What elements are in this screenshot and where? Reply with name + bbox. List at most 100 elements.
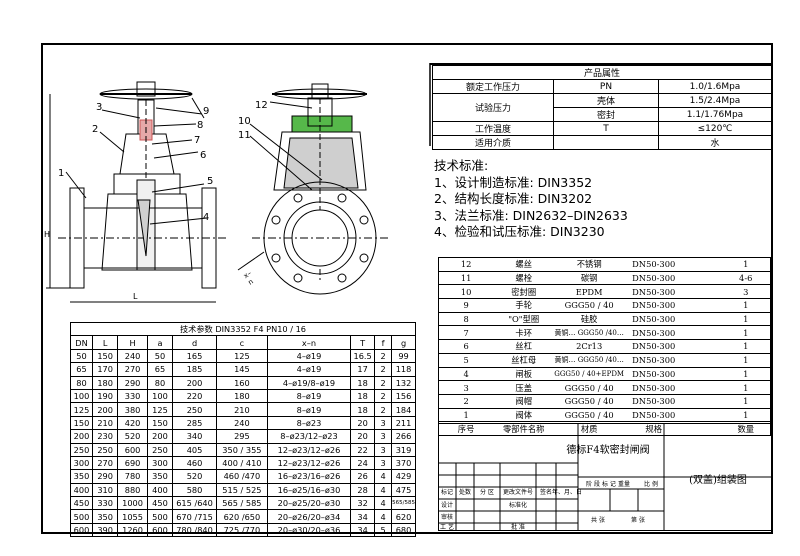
spec-cell: 18 <box>350 388 376 404</box>
spec-cell: 2 <box>374 348 393 364</box>
parts-cell: 9 <box>438 298 494 313</box>
spec-cell: 65 <box>146 362 174 377</box>
table-row: 密封 1.1/1.76Mpa <box>433 107 772 122</box>
prop-symbol: T <box>553 121 659 136</box>
spec-cell: 8–ø19 <box>266 402 352 417</box>
parts-cell <box>683 311 722 327</box>
parts-cell: 丝杠 <box>493 339 555 354</box>
spec-cell: 270 <box>117 362 148 377</box>
parts-column-header: 零部件名称 <box>493 421 555 436</box>
spec-cell: 350 / 355 <box>215 442 268 457</box>
parts-cell: GGG50 / 40 <box>554 298 625 313</box>
spec-cell: 28 <box>350 482 376 498</box>
spec-cell: 780 /840 <box>172 522 217 538</box>
spec-cell: 615 /640 <box>172 496 217 511</box>
spec-cell: 290 <box>117 375 148 390</box>
parts-cell <box>683 284 722 300</box>
tech-standards-heading: 技术标准: <box>434 158 489 173</box>
spec-cell: 32 <box>350 496 376 511</box>
parts-cell: 1 <box>721 257 772 272</box>
tech-standard-item: 4、检验和试压标准: DIN3230 <box>434 224 605 240</box>
spec-cell: 600 <box>146 522 174 538</box>
spec-cell: 290 <box>91 469 119 484</box>
spec-cell: 17 <box>350 362 376 377</box>
parts-cell: DN50-300 <box>624 311 684 327</box>
parts-cell: 碳钢 <box>554 270 625 286</box>
spec-cell: 330 <box>91 496 119 511</box>
spec-cell: 520 <box>117 429 148 444</box>
spec-cell: 5 <box>374 522 393 538</box>
spec-cell: 50 <box>70 348 93 364</box>
spec-cell: 240 <box>117 348 148 364</box>
spec-cell: 565/585 <box>391 496 416 511</box>
spec-cell: 420 <box>117 415 148 431</box>
spec-cell: 1260 <box>117 522 148 538</box>
spec-cell: 24 <box>350 455 376 471</box>
spec-cell: 99 <box>391 348 416 364</box>
tb-label: 签名 <box>540 488 552 496</box>
parts-cell: 1 <box>721 352 772 368</box>
spec-cell: 780 <box>117 469 148 484</box>
parts-cell <box>683 339 722 354</box>
parts-cell: 4-6 <box>721 270 772 286</box>
prop-symbol: PN <box>553 79 659 94</box>
spec-cell: 620 /650 <box>215 509 268 524</box>
title-block-labels: 标记 处数 分 区 更改文件号 签名 年、月、日 设计 标准化 阶 段 标 记 … <box>440 480 658 531</box>
parts-cell: DN50-300 <box>624 352 684 368</box>
callout-2: 2 <box>92 124 99 135</box>
spec-cell: 285 <box>172 415 217 431</box>
valve-cross-section-drawing <box>237 83 388 295</box>
tb-label: 分 区 <box>480 488 494 496</box>
parts-cell: 3 <box>721 284 772 300</box>
spec-cell: 400 <box>70 482 93 498</box>
tb-label: 阶 段 标 记 <box>586 480 616 488</box>
parts-cell: 1 <box>721 311 772 327</box>
parts-cell: 螺丝 <box>493 257 555 272</box>
spec-cell: 8–ø23 <box>266 415 352 431</box>
spec-cell: 80 <box>146 375 174 390</box>
parts-column-header: 数量 <box>721 421 772 436</box>
parts-cell: 1 <box>721 325 772 341</box>
spec-cell: 240 <box>215 415 268 431</box>
parts-cell: 6 <box>438 339 494 354</box>
spec-cell: 165 <box>172 348 217 364</box>
spec-cell: 200 <box>70 429 93 444</box>
parts-cell <box>683 366 722 382</box>
spec-cell: 350 <box>146 469 174 484</box>
spec-cell: 4 <box>374 496 393 511</box>
parts-header-row: 序号零部件名称材质规格数量 <box>438 421 772 436</box>
parts-cell: DN50-300 <box>624 339 684 354</box>
spec-cell: 150 <box>146 415 174 431</box>
title-block-assembly-name: (双盖)组装图 <box>689 473 747 486</box>
spec-cell: 250 <box>172 402 217 417</box>
prop-symbol: 密封 <box>553 107 659 122</box>
table-row: 适用介质 水 <box>432 135 772 150</box>
parts-cell: "O"型圈 <box>493 311 555 327</box>
parts-column-header: 规格 <box>624 421 684 436</box>
spec-cell: 200 <box>146 429 174 444</box>
prop-name: 试验压力 <box>432 93 554 122</box>
parts-cell: DN50-300 <box>624 366 684 382</box>
callout-7: 7 <box>194 135 201 146</box>
parts-cell <box>683 270 722 286</box>
spec-cell: 160 <box>215 375 268 390</box>
spec-cell: 20 <box>350 415 376 431</box>
product-properties-title: 产品属性 <box>432 65 772 80</box>
spec-cell: 200 <box>91 402 119 417</box>
spec-cell: 400 / 410 <box>215 455 268 471</box>
spec-column-header: H <box>117 335 148 350</box>
spec-cell: 3 <box>374 429 393 444</box>
